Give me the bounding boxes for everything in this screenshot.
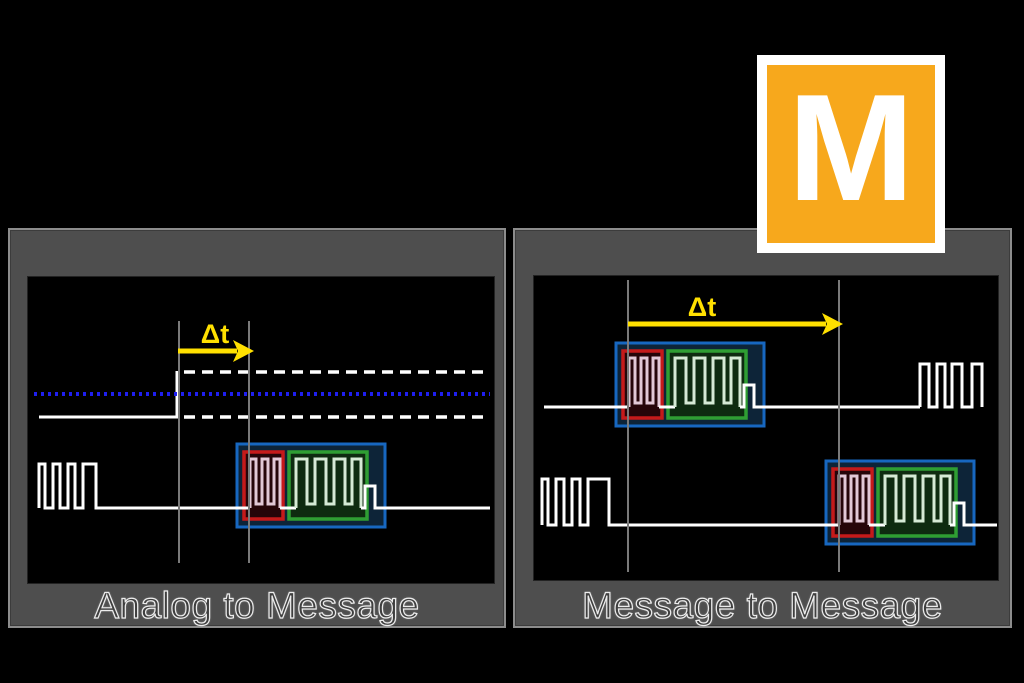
brand-logo-letter: M [787,63,915,233]
option-label-analog-to-message: Analog to Message [94,584,420,626]
delta-t-label: Δt [688,292,716,322]
top-digital-burst [918,362,984,409]
delta-t-label: Δt [201,319,229,349]
delta-t-arrow [628,313,843,335]
message-to-message-diagram: Δt [533,275,999,581]
decoded-message-packet [821,459,980,546]
option-label-message-to-message: Message to Message [582,584,943,626]
brand-logo-background: M [767,65,935,243]
message-to-message-waveforms: Δt [540,280,997,572]
brand-logo: M [757,55,945,253]
analog-to-message-diagram: Δt [27,276,495,584]
bottom-digital-burst [540,477,828,527]
trigger-option-message-to-message[interactable]: Δt Message to Message [513,228,1012,628]
decoded-message-packet [232,442,391,529]
trigger-option-analog-to-message[interactable]: Δt Analog to Message [8,228,506,628]
digital-burst-trace [37,462,238,510]
analog-to-message-waveforms: Δt [34,319,490,563]
delta-t-arrow [178,340,254,362]
decoded-message-packet [611,341,770,428]
